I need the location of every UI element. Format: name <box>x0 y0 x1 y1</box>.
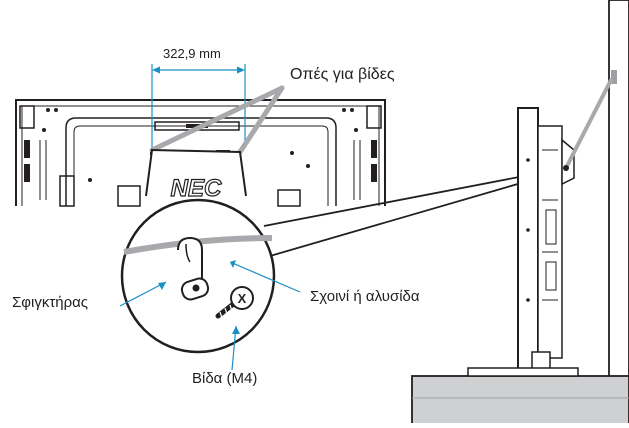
screw-holes-label: Οπές για βίδες <box>290 66 395 83</box>
connection-lines <box>263 167 567 257</box>
wall <box>608 0 629 381</box>
screw: X <box>215 286 254 319</box>
rope-label: Σχοινί ή αλυσίδα <box>310 288 420 305</box>
monitor-side-view <box>467 107 579 377</box>
nec-logo: NEC <box>171 175 222 202</box>
magnified-detail: NEC X <box>120 148 276 354</box>
clamp <box>177 236 210 301</box>
holes-pointer-lines <box>149 85 285 155</box>
floor <box>411 375 629 425</box>
rope-to-wall <box>563 78 613 171</box>
screw-label: Βίδα (M4) <box>192 370 258 387</box>
clamp-label: Σφιγκτήρας <box>12 294 89 311</box>
dimension-label: 322,9 mm <box>163 46 221 61</box>
screw-head-mark: X <box>238 291 247 306</box>
